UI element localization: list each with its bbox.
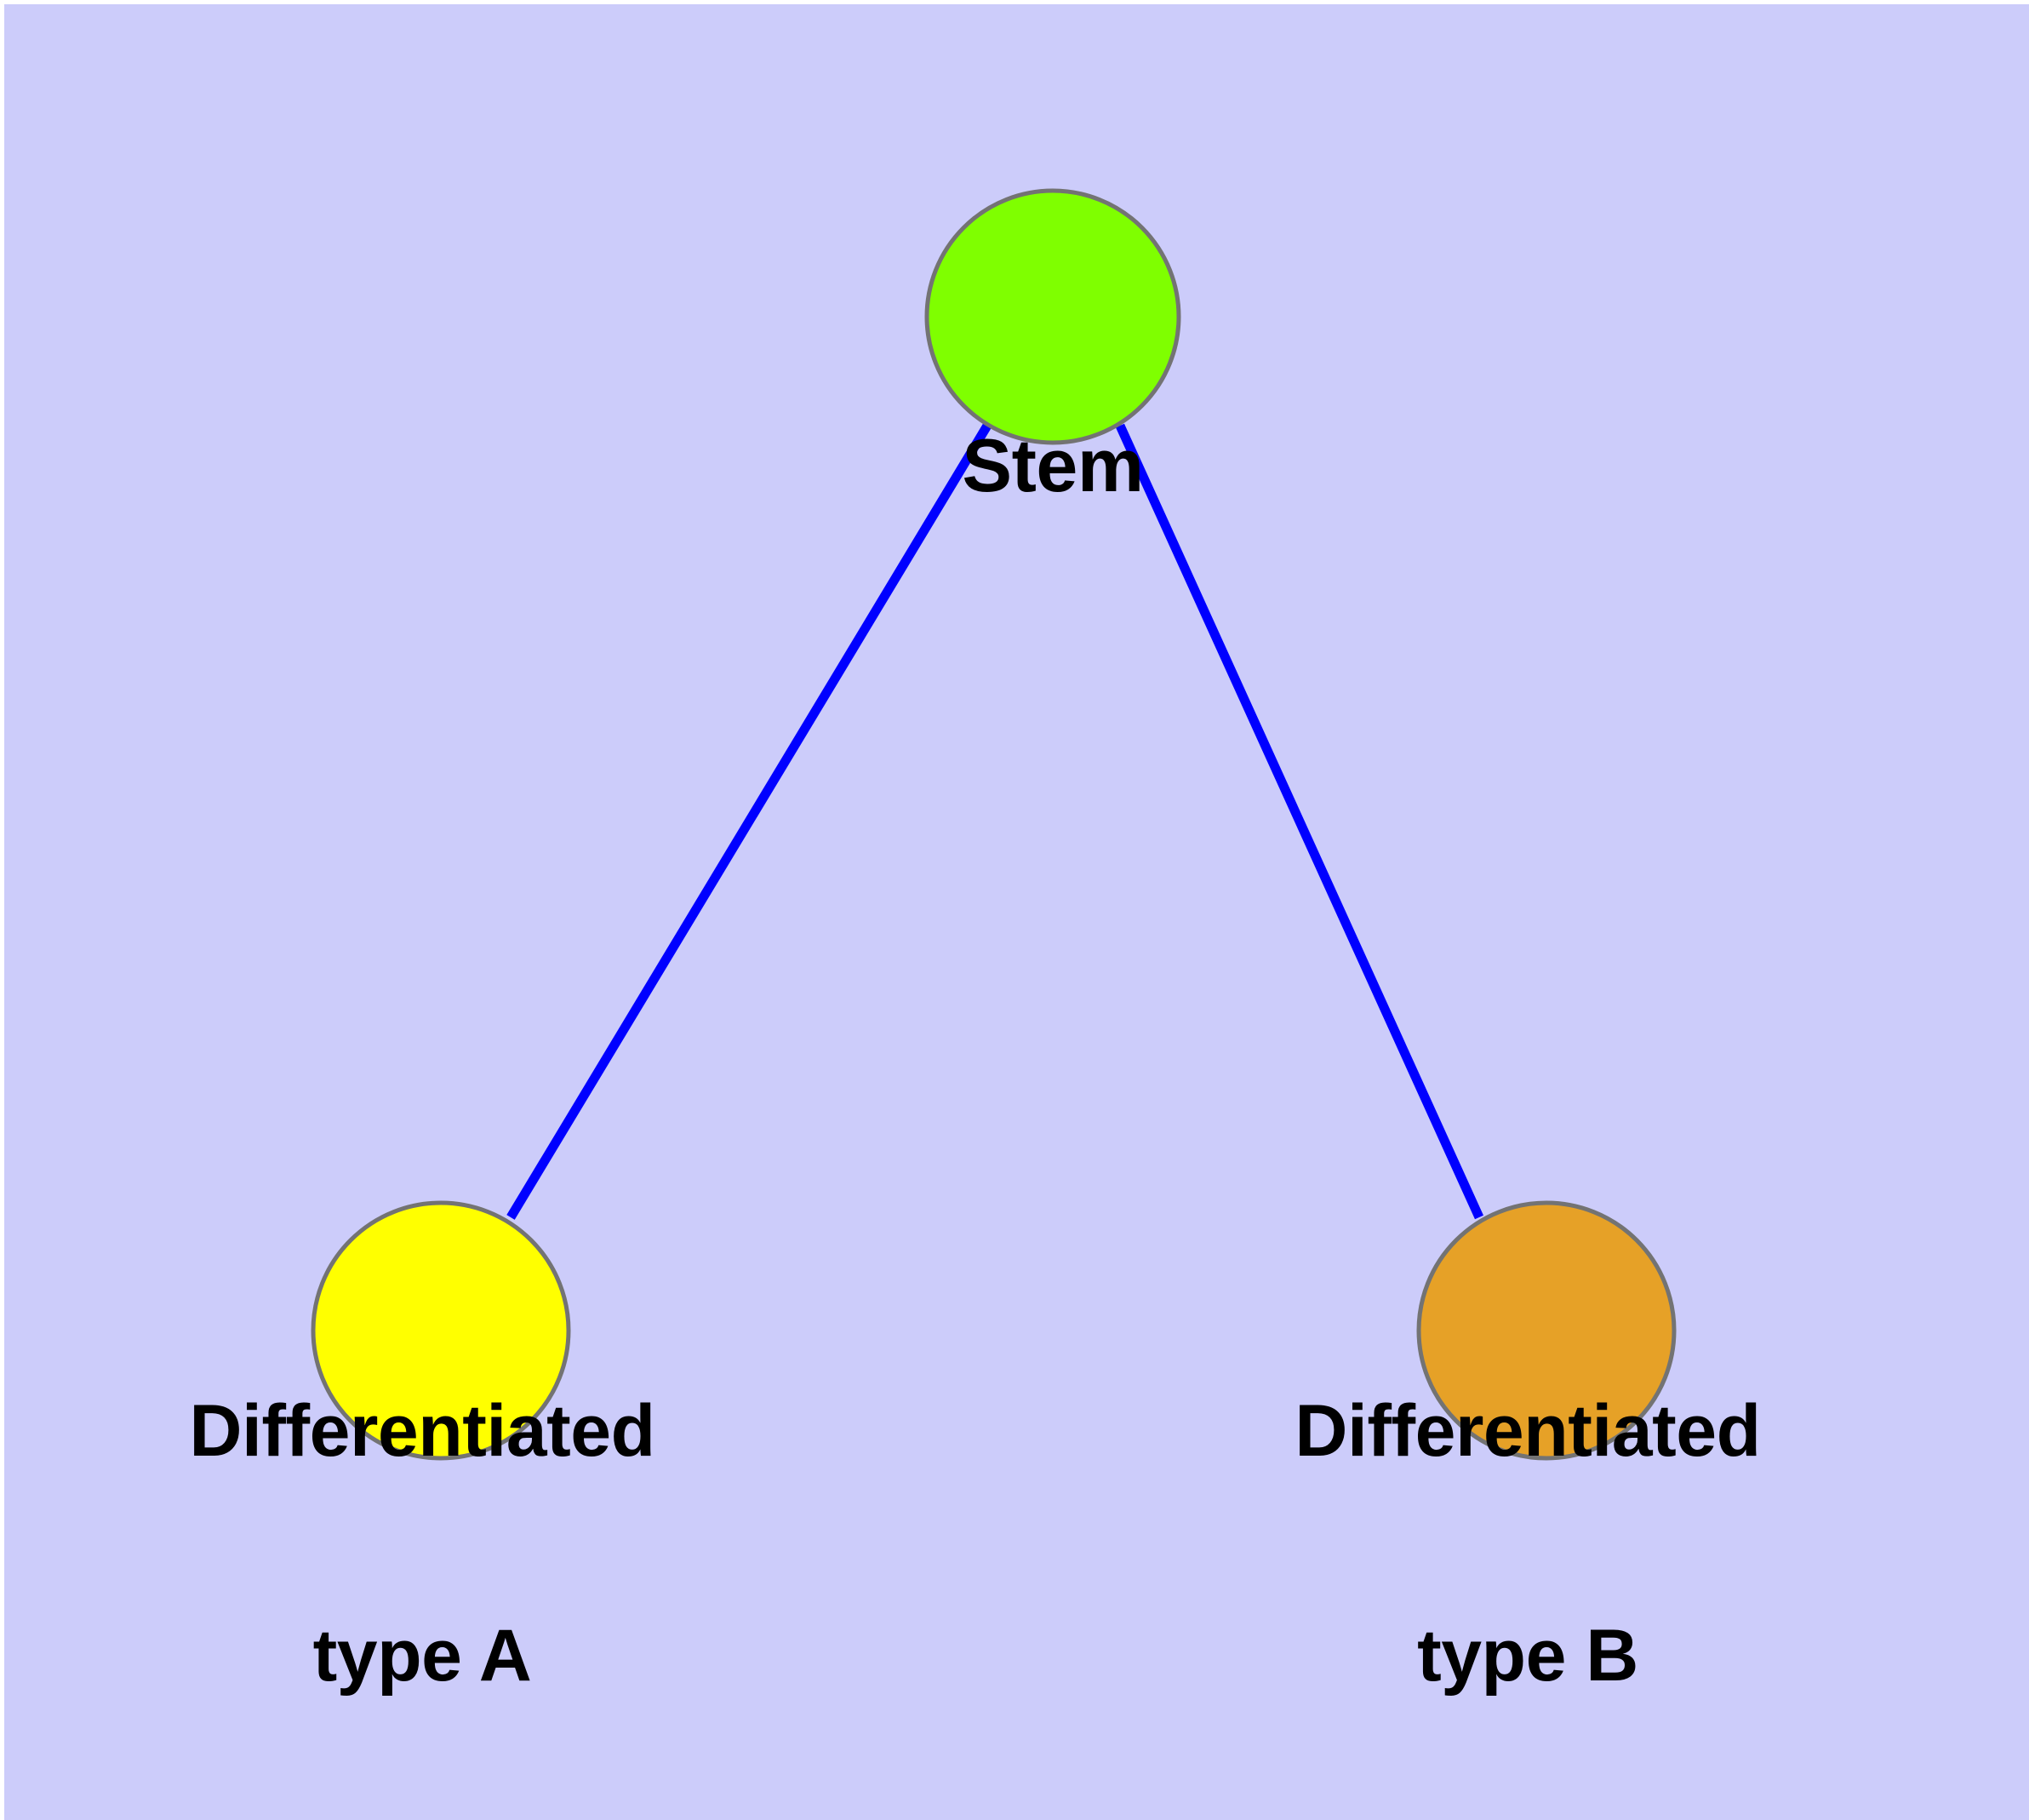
node-stem[interactable] bbox=[924, 188, 1181, 445]
edge-stem-to-type-a[interactable] bbox=[506, 423, 992, 1220]
edge-layer bbox=[506, 423, 1484, 1220]
edge-stem-to-type-b[interactable] bbox=[1115, 423, 1484, 1220]
node-layer bbox=[311, 188, 1677, 1461]
node-differentiated-type-b[interactable] bbox=[1416, 1200, 1677, 1461]
node-differentiated-type-a[interactable] bbox=[311, 1200, 571, 1461]
